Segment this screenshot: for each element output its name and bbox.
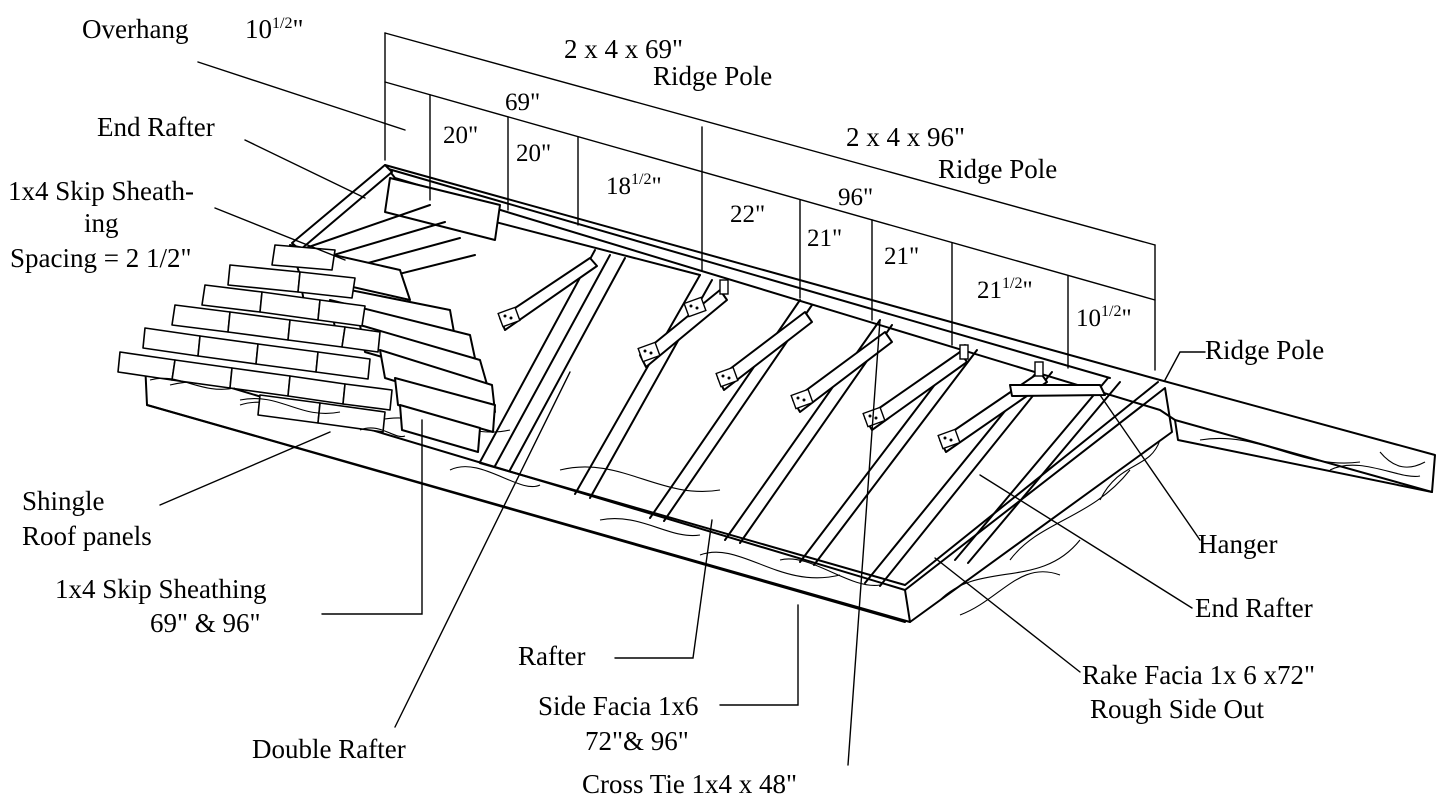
- label-skip-sheathing-bottom-1: 1x4 Skip Sheathing: [55, 574, 267, 604]
- label-cross-tie: Cross Tie 1x4 x 48": [582, 769, 797, 799]
- label-skip-sheathing-top-3: Spacing = 2 1/2": [10, 243, 192, 273]
- label-overhang: Overhang: [82, 14, 188, 44]
- label-side-facia-1: Side Facia 1x6: [538, 691, 698, 721]
- label-overhang-value: 101/2": [245, 14, 303, 44]
- label-shingle-2: Roof panels: [22, 521, 152, 551]
- dim-21-a: 21": [807, 225, 842, 252]
- ridge-pole-board: [384, 164, 1436, 493]
- label-skip-sheathing-top-2: ing: [84, 208, 119, 238]
- dim-18-half: 181/2": [606, 171, 662, 200]
- label-rake-facia-2: Rough Side Out: [1090, 694, 1265, 724]
- dimension-lines: [197, 32, 1156, 371]
- labels: Overhang 101/2" 2 x 4 x 69" Ridge Pole 2…: [8, 14, 1324, 799]
- hangers: [497, 279, 1044, 450]
- label-rafter: Rafter: [518, 641, 585, 671]
- label-ridge-96-name: Ridge Pole: [938, 154, 1057, 184]
- label-shingle-1: Shingle: [22, 486, 105, 516]
- dim-22: 22": [730, 201, 765, 228]
- double-rafter-line: [479, 249, 626, 471]
- roof-frame: [117, 164, 1436, 623]
- dim-21-b: 21": [884, 243, 919, 270]
- label-ridge-pole-right: Ridge Pole: [1205, 335, 1324, 365]
- dim-21-half: 211/2": [977, 275, 1033, 304]
- dim-total-96: 96": [838, 184, 873, 211]
- label-end-rafter-right: End Rafter: [1195, 593, 1313, 623]
- dimension-labels: 69" 96" 20" 20" 181/2" 22" 21" 21" 211/2…: [443, 89, 1132, 332]
- label-skip-sheathing-top-1: 1x4 Skip Sheath-: [8, 176, 194, 206]
- label-hanger: Hanger: [1198, 529, 1277, 559]
- left-end-rafter: [291, 164, 393, 251]
- shingle-panels: [117, 177, 501, 453]
- label-side-facia-2: 72"& 96": [585, 726, 689, 756]
- label-rake-facia-1: Rake Facia 1x 6 x72": [1082, 660, 1315, 690]
- label-ridge-96-size: 2 x 4 x 96": [846, 122, 965, 152]
- dim-10-half: 101/2": [1076, 303, 1132, 332]
- label-ridge-69-name: Ridge Pole: [653, 61, 772, 91]
- dim-total-69: 69": [505, 89, 540, 116]
- label-end-rafter-left: End Rafter: [97, 112, 215, 142]
- label-double-rafter: Double Rafter: [252, 734, 406, 764]
- label-ridge-69-size: 2 x 4 x 69": [564, 34, 683, 64]
- leader-lines: [159, 139, 1206, 766]
- dim-20-a: 20": [443, 122, 478, 149]
- label-skip-sheathing-bottom-2: 69" & 96": [150, 608, 261, 638]
- dim-20-b: 20": [516, 140, 551, 167]
